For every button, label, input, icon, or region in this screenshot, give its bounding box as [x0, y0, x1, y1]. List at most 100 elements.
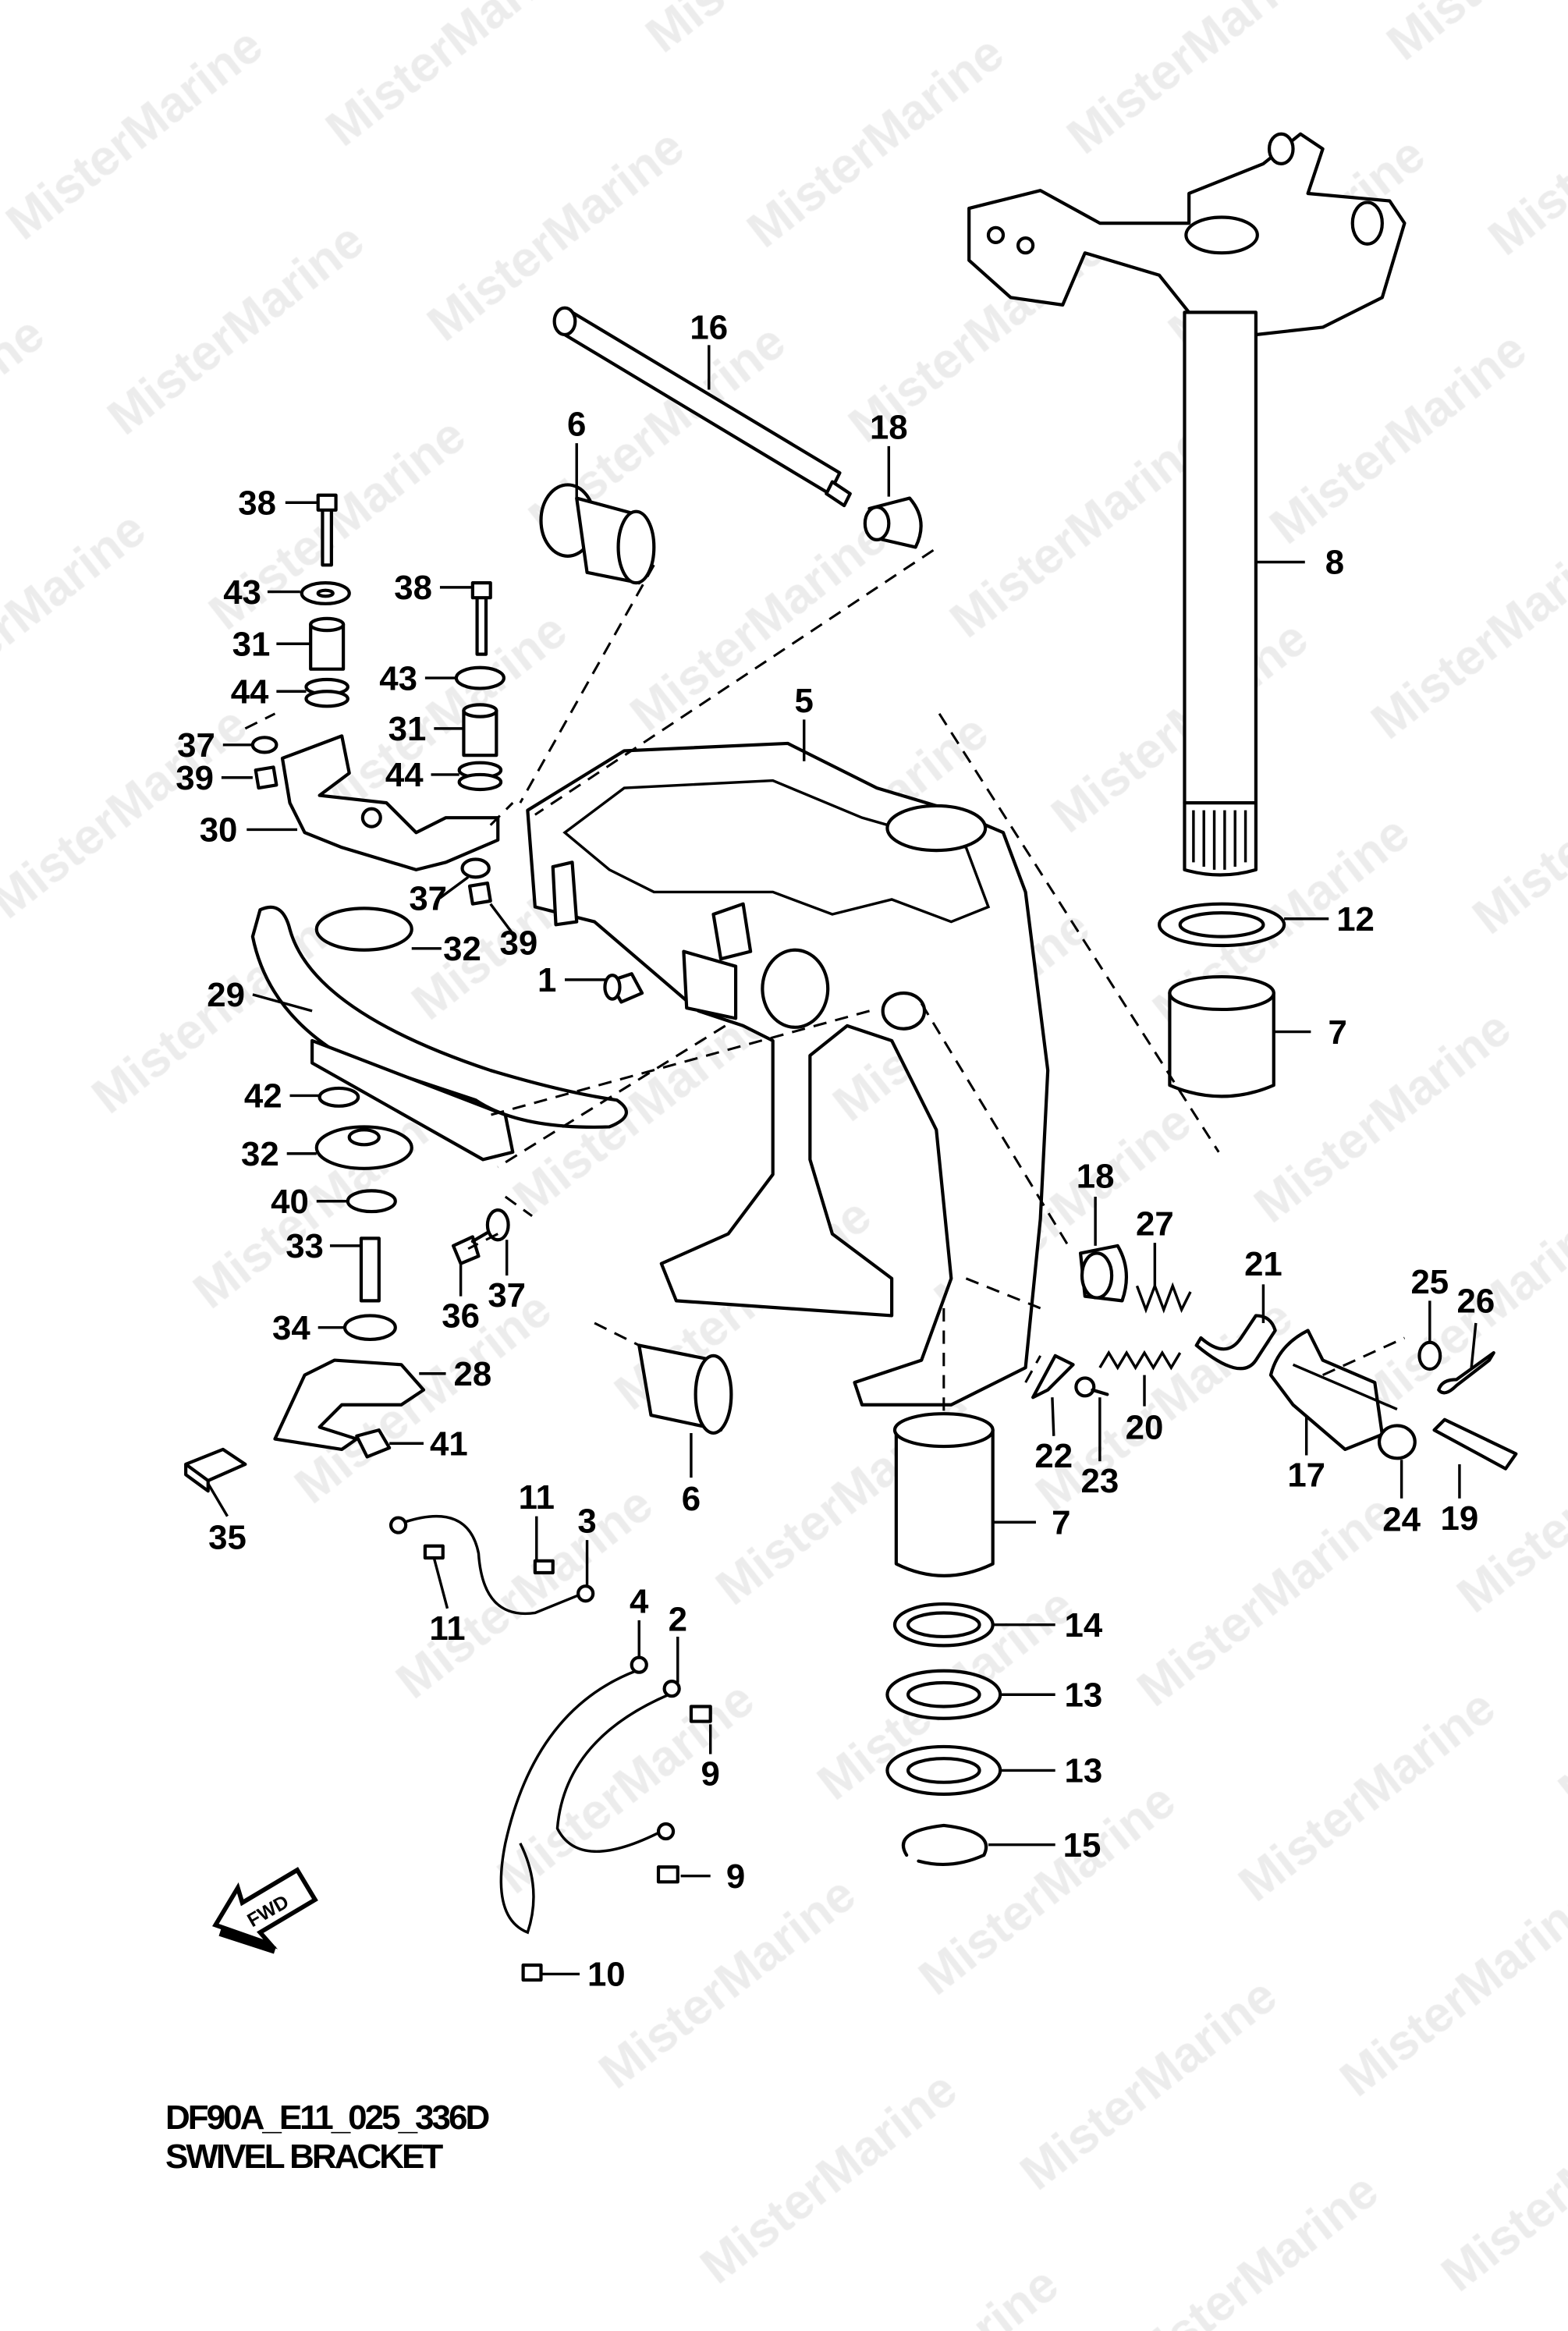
callout[interactable]: 4	[630, 1582, 649, 1620]
callout[interactable]: 32	[241, 1135, 279, 1173]
part-cap-35[interactable]	[184, 1447, 247, 1493]
callout[interactable]: 43	[379, 659, 417, 697]
callout[interactable]: 37	[488, 1276, 526, 1315]
callout[interactable]: 7	[1329, 1013, 1347, 1052]
callout[interactable]: 33	[286, 1227, 324, 1265]
callout[interactable]: 19	[1441, 1499, 1479, 1538]
part-bushing-7-upper[interactable]	[1168, 974, 1275, 1098]
part-spring-44b[interactable]	[457, 761, 503, 792]
part-nut-39[interactable]	[254, 765, 278, 790]
callout[interactable]: 17	[1287, 1456, 1325, 1495]
callout[interactable]: 41	[430, 1425, 468, 1464]
callout[interactable]: 24	[1382, 1501, 1421, 1539]
callout[interactable]: 28	[453, 1355, 491, 1393]
part-washer-12[interactable]	[1157, 902, 1286, 948]
callout[interactable]: 12	[1336, 900, 1375, 938]
part-collar-31b[interactable]	[462, 703, 498, 757]
part-shaft-17[interactable]	[1268, 1329, 1398, 1451]
callout[interactable]: 35	[208, 1519, 247, 1557]
callout[interactable]: 31	[232, 626, 271, 664]
callout[interactable]: 11	[429, 1609, 465, 1648]
part-screw-9[interactable]	[656, 1705, 712, 1884]
part-washer-37[interactable]	[250, 736, 278, 754]
callout[interactable]: 18	[1077, 1158, 1115, 1196]
callout[interactable]: 8	[1325, 544, 1344, 582]
callout[interactable]: 26	[1457, 1283, 1495, 1321]
part-rod-19[interactable]	[1432, 1417, 1518, 1471]
part-collar-31[interactable]	[309, 616, 346, 671]
callout[interactable]: 36	[442, 1297, 480, 1336]
part-plate-28[interactable]	[273, 1358, 426, 1451]
callout[interactable]: 31	[388, 710, 427, 748]
callout[interactable]: 1	[537, 961, 556, 999]
part-ground-wire-3[interactable]	[388, 1515, 595, 1616]
callout[interactable]: 9	[701, 1754, 720, 1793]
callout[interactable]: 37	[177, 726, 215, 765]
part-pad-32b[interactable]	[314, 1125, 413, 1170]
callout[interactable]: 20	[1126, 1409, 1164, 1447]
callout[interactable]: 3	[577, 1503, 596, 1541]
callout[interactable]: 13	[1065, 1676, 1103, 1714]
callout[interactable]: 13	[1065, 1752, 1103, 1790]
part-bushing-18-upper[interactable]	[863, 496, 923, 549]
callout[interactable]: 7	[1052, 1503, 1070, 1542]
part-washer-43b[interactable]	[454, 665, 506, 690]
callout[interactable]: 38	[394, 569, 432, 607]
callout[interactable]: 40	[271, 1183, 309, 1221]
part-screw-23[interactable]	[1074, 1376, 1109, 1398]
callout[interactable]: 16	[690, 309, 728, 347]
part-washer-14[interactable]	[892, 1602, 995, 1648]
callout[interactable]: 44	[385, 756, 424, 794]
callout[interactable]: 43	[223, 573, 261, 612]
callout[interactable]: 9	[726, 1857, 745, 1896]
part-washer-37c[interactable]	[485, 1208, 510, 1242]
part-washer-34[interactable]	[342, 1314, 397, 1342]
callout[interactable]: 18	[870, 408, 908, 446]
part-circlip-15[interactable]	[901, 1823, 988, 1867]
part-bushing-18[interactable]	[1078, 1244, 1128, 1303]
part-swivel-bracket-5[interactable]	[526, 741, 1050, 1407]
callout[interactable]: 10	[587, 1956, 626, 1994]
callout[interactable]: 23	[1080, 1462, 1119, 1500]
part-washer-40[interactable]	[346, 1189, 397, 1214]
part-washer-42[interactable]	[318, 1086, 360, 1108]
callout[interactable]: 37	[409, 879, 447, 917]
part-clip-22[interactable]	[1031, 1354, 1075, 1400]
callout[interactable]: 39	[176, 759, 214, 797]
callout[interactable]: 42	[244, 1077, 282, 1116]
part-spring-44[interactable]	[304, 677, 349, 708]
callout[interactable]: 2	[669, 1600, 687, 1638]
part-washer-13b[interactable]	[885, 1744, 1002, 1797]
part-ground-wire-2[interactable]	[555, 1680, 681, 1853]
callout[interactable]: 32	[443, 930, 481, 968]
part-pin-16[interactable]	[552, 306, 852, 508]
callout[interactable]: 22	[1034, 1437, 1073, 1475]
part-bracket-29[interactable]	[250, 905, 628, 1162]
callout[interactable]: 14	[1065, 1606, 1103, 1644]
part-washer-13a[interactable]	[885, 1669, 1002, 1720]
callout[interactable]: 11	[519, 1478, 555, 1517]
part-pad-32[interactable]	[314, 906, 413, 952]
part-washer-43[interactable]	[300, 581, 351, 605]
callout[interactable]: 27	[1136, 1205, 1174, 1244]
part-spring-27[interactable]	[1135, 1282, 1192, 1314]
callout[interactable]: 34	[272, 1309, 310, 1347]
part-screw-11[interactable]	[423, 1544, 555, 1575]
part-bushing-6-upper[interactable]	[539, 483, 656, 585]
part-washer-37b[interactable]	[460, 857, 492, 906]
callout[interactable]: 6	[682, 1480, 701, 1518]
part-bolt-38b[interactable]	[470, 581, 492, 656]
part-bolt-38[interactable]	[316, 493, 338, 567]
part-nut-41[interactable]	[355, 1428, 392, 1459]
part-steering-shaft[interactable]	[967, 132, 1407, 877]
callout[interactable]: 5	[795, 682, 814, 720]
part-nut-24[interactable]	[1377, 1424, 1417, 1460]
callout[interactable]: 29	[207, 976, 245, 1014]
callout[interactable]: 38	[238, 484, 276, 523]
part-bolt-1[interactable]	[603, 972, 644, 1004]
part-bushing-6-lower[interactable]	[637, 1343, 733, 1435]
part-ground-wire-4[interactable]	[499, 1655, 648, 1935]
callout[interactable]: 21	[1244, 1245, 1282, 1283]
part-bushing-7-lower[interactable]	[892, 1412, 995, 1577]
part-spring-20[interactable]	[1098, 1350, 1182, 1371]
